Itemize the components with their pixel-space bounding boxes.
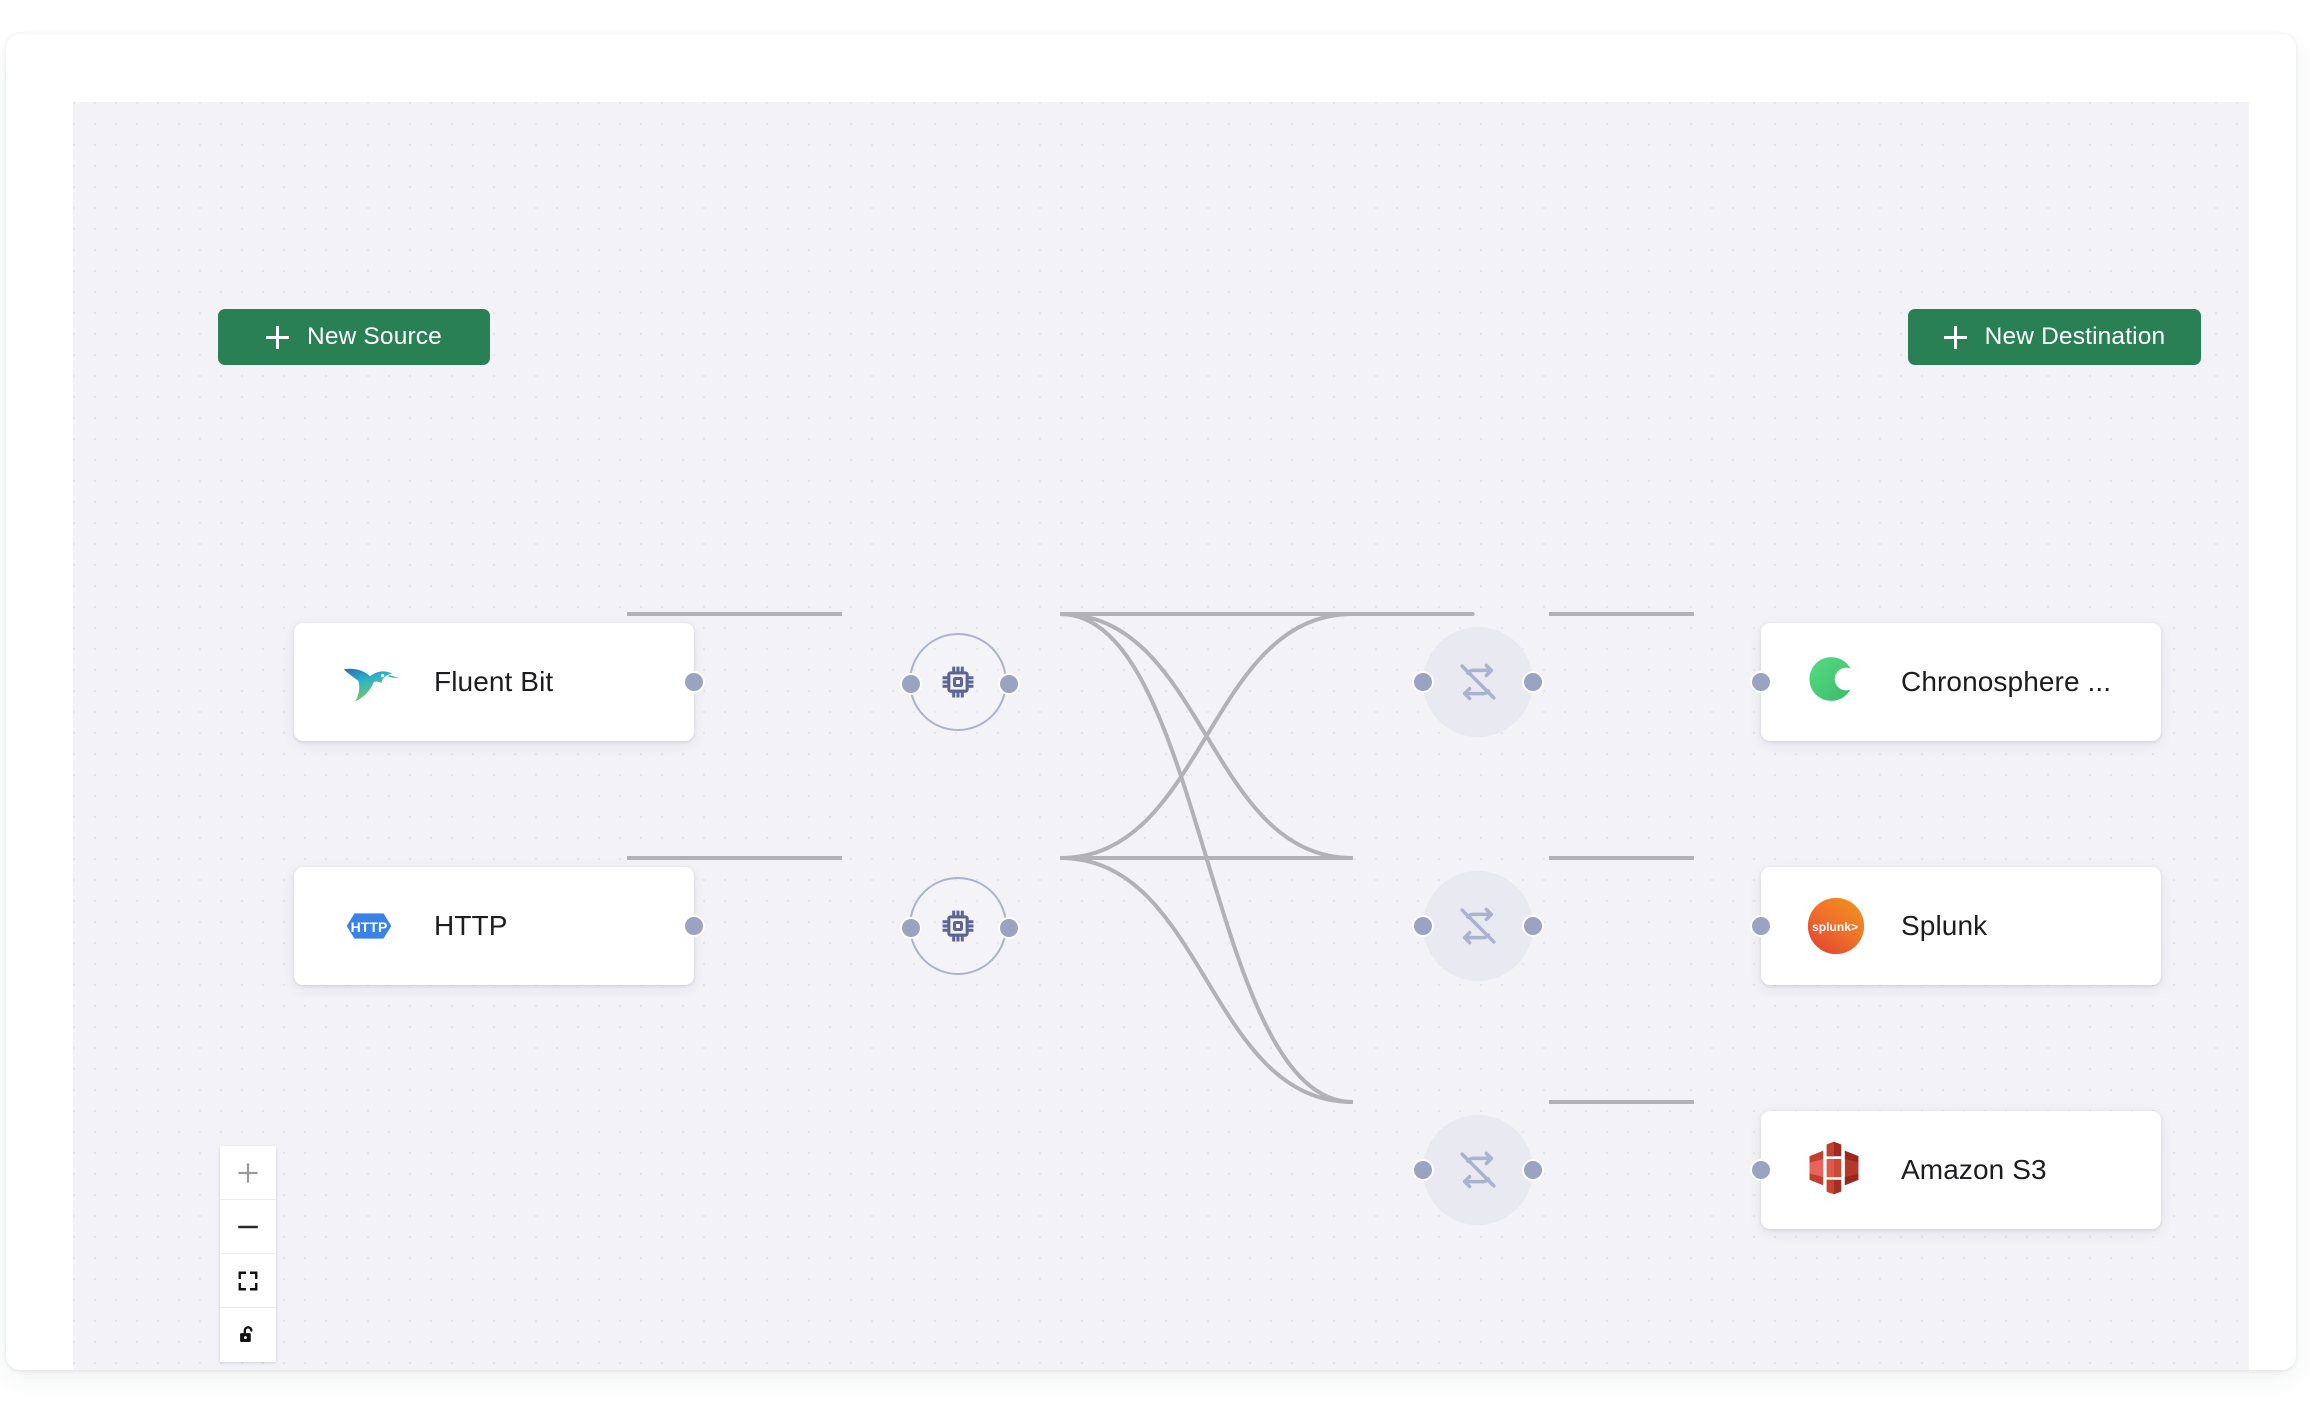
toggle-interactivity-button[interactable] [220,1308,276,1362]
destination-node-splunk[interactable]: splunk> Splunk [1750,867,2161,985]
new-destination-button[interactable]: New Destination [1908,309,2201,365]
processor-handle-in[interactable] [900,673,922,695]
destination-processor-handle-out[interactable] [1522,671,1544,693]
zoom-in-button[interactable] [220,1146,276,1200]
destination-processor-handle-in[interactable] [1412,671,1434,693]
destination-processor-amazon-s3[interactable] [1412,1115,1544,1225]
cpu-chip-icon [939,663,977,701]
amazon-s3-logo [1805,1139,1867,1201]
flow-canvas[interactable]: New Source New Destination [73,102,2249,1370]
new-destination-label: New Destination [1984,323,2166,350]
edge-procfb-s3 [1059,612,1354,1104]
unlock-icon [237,1324,259,1346]
no-repeat-icon [1458,662,1498,702]
processor-handle-in[interactable] [900,917,922,939]
zoom-controls-panel [220,1146,276,1362]
plus-icon [1943,325,1967,349]
new-source-button[interactable]: New Source [218,309,490,365]
fit-view-button[interactable] [220,1254,276,1308]
destination-handle-chronosphere[interactable] [1750,671,1772,693]
source-handle-http[interactable] [683,915,705,937]
splunk-logo: splunk> [1805,895,1867,957]
destination-node-chronosphere[interactable]: Chronosphere ... [1750,623,2161,741]
edge-procfb-splunk [1059,612,1354,860]
destination-node-label: Chronosphere ... [1901,666,2112,697]
app-card: New Source New Destination [6,34,2296,1370]
chronosphere-logo [1805,651,1867,713]
edge-prochttp-chrono [1059,612,1354,860]
edge-prochttp-s3 [1059,856,1354,1104]
http-logo: HTTP [338,895,400,957]
processor-handle-out[interactable] [998,917,1020,939]
destination-processor-splunk[interactable] [1412,871,1544,981]
destination-handle-splunk[interactable] [1750,915,1772,937]
cpu-chip-icon [939,907,977,945]
destination-processor-handle-in[interactable] [1412,915,1434,937]
no-repeat-icon [1458,906,1498,946]
fluent-bit-logo [338,651,400,713]
new-source-label: New Source [307,323,442,350]
destination-node-label: Amazon S3 [1901,1154,2047,1185]
minus-icon [236,1215,260,1239]
destination-node-label: Splunk [1901,910,1988,941]
source-handle-fluent-bit[interactable] [683,671,705,693]
destination-processor-handle-out[interactable] [1522,1159,1544,1181]
destination-processor-handle-in[interactable] [1412,1159,1434,1181]
source-node-label: Fluent Bit [434,666,554,697]
no-repeat-icon [1458,1150,1498,1190]
destination-node-amazon-s3[interactable]: Amazon S3 [1750,1111,2161,1229]
source-node-fluent-bit[interactable]: Fluent Bit [294,623,705,741]
plus-icon [236,1161,260,1185]
processor-node-http[interactable] [900,877,1020,975]
destination-handle-amazon-s3[interactable] [1750,1159,1772,1181]
processor-handle-out[interactable] [998,673,1020,695]
plus-icon [266,325,290,349]
fit-view-icon [237,1270,259,1292]
destination-processor-chronosphere[interactable] [1412,627,1544,737]
processor-node-fluent-bit[interactable] [900,633,1020,731]
zoom-out-button[interactable] [220,1200,276,1254]
source-node-label: HTTP [434,910,508,941]
svg-text:HTTP: HTTP [351,919,388,935]
svg-text:splunk>: splunk> [1812,920,1858,934]
source-node-http[interactable]: HTTP HTTP [294,867,705,985]
destination-processor-handle-out[interactable] [1522,915,1544,937]
